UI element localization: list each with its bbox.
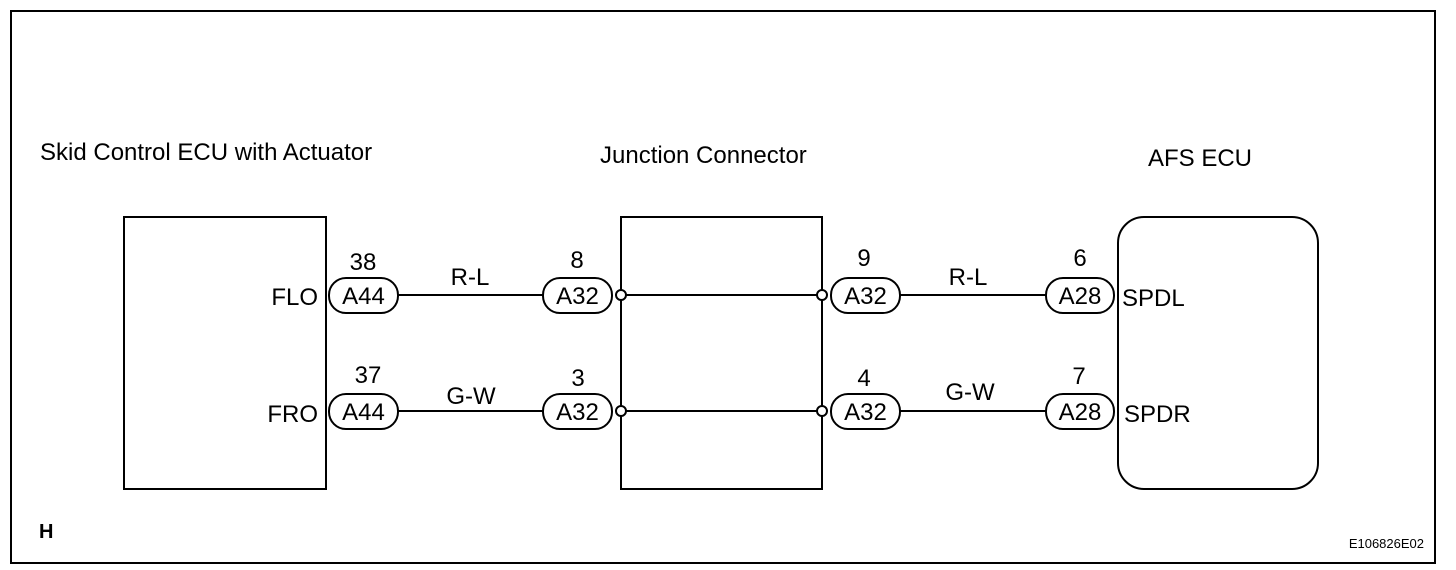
junction-connector-title: Junction Connector — [600, 142, 807, 169]
pin-number-8: 8 — [570, 247, 583, 274]
connector-code-a44-bottom: A44 — [342, 399, 385, 426]
wire-color-bottom-right: G-W — [945, 379, 995, 406]
figure-code: E106826E02 — [1349, 536, 1424, 551]
afs-ecu-title: AFS ECU — [1148, 145, 1252, 172]
junction-terminal-4 — [816, 405, 828, 417]
skid-ecu-title: Skid Control ECU with Actuator — [40, 139, 372, 166]
connector-a32-bottom-out — [830, 393, 901, 430]
pin-number-3: 3 — [571, 365, 584, 392]
diagram-frame — [10, 10, 1436, 564]
wire-color-bottom-left: G-W — [446, 383, 496, 410]
afs-ecu-box — [1117, 216, 1319, 490]
connector-a28-bottom — [1045, 393, 1115, 430]
wires — [398, 294, 1046, 412]
connector-a32-top-in — [542, 277, 613, 314]
terminal-name-spdr: SPDR — [1124, 401, 1191, 428]
pin-number-6: 6 — [1073, 245, 1086, 272]
connector-a44-bottom — [328, 393, 399, 430]
junction-terminal-9 — [816, 289, 828, 301]
junction-terminal-8 — [615, 289, 627, 301]
connector-code-a32-bottom-out: A32 — [844, 399, 887, 426]
terminal-name-flo: FLO — [271, 284, 318, 311]
terminal-name-spdl: SPDL — [1122, 285, 1185, 312]
junction-terminals — [615, 289, 828, 417]
connector-code-a44-top: A44 — [342, 283, 385, 310]
pin-number-4: 4 — [857, 365, 870, 392]
pin-number-7: 7 — [1072, 363, 1085, 390]
connector-code-a28-bottom: A28 — [1059, 399, 1102, 426]
pin-number-38: 38 — [350, 249, 377, 276]
connector-code-a32-top-out: A32 — [844, 283, 887, 310]
connector-code-a32-bottom-in: A32 — [556, 399, 599, 426]
junction-connector-box — [620, 216, 823, 490]
pin-number-9: 9 — [857, 245, 870, 272]
connector-code-a32-top-in: A32 — [556, 283, 599, 310]
pin-number-37: 37 — [355, 362, 382, 389]
connector-a32-bottom-in — [542, 393, 613, 430]
connector-a44-top — [328, 277, 399, 314]
connector-pills — [328, 277, 1115, 430]
connector-a28-top — [1045, 277, 1115, 314]
terminal-name-fro: FRO — [267, 401, 318, 428]
connector-a32-top-out — [830, 277, 901, 314]
wire-color-top-right: R-L — [949, 264, 988, 291]
junction-terminal-3 — [615, 405, 627, 417]
wire-color-top-left: R-L — [451, 264, 490, 291]
corner-label: H — [39, 521, 53, 543]
connector-code-a28-top: A28 — [1059, 283, 1102, 310]
skid-ecu-box — [123, 216, 327, 490]
